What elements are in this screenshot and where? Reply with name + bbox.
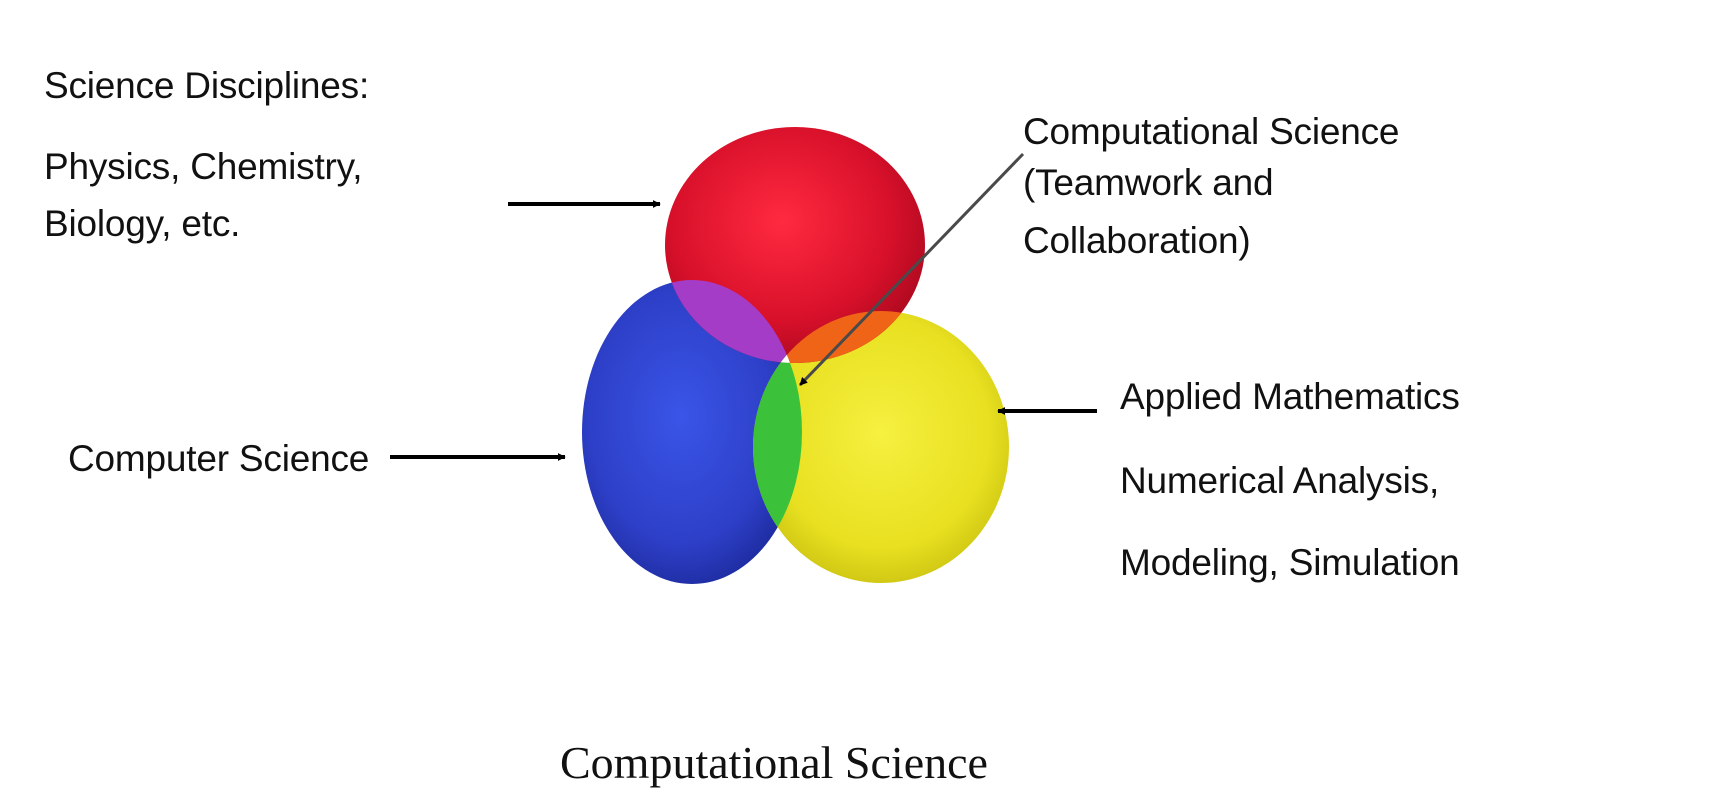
computational-science-arrow bbox=[798, 152, 1025, 387]
science-line-1: Physics, Chemistry, bbox=[44, 146, 363, 187]
computational-line-2: (Teamwork and bbox=[1023, 162, 1274, 203]
computer-science-label: Computer Science bbox=[68, 438, 370, 479]
mathematics-circle bbox=[753, 311, 1009, 583]
computer-science-circle bbox=[582, 280, 802, 584]
math-line-3: Modeling, Simulation bbox=[1120, 542, 1460, 583]
math-line-2: Numerical Analysis, bbox=[1120, 460, 1440, 501]
diagram-caption: Computational Science bbox=[560, 737, 988, 788]
science-heading: Science Disciplines: bbox=[44, 65, 370, 106]
math-line-1: Applied Mathematics bbox=[1120, 376, 1460, 417]
computational-line-3: Collaboration) bbox=[1023, 220, 1251, 261]
computational-line-1: Computational Science bbox=[1023, 111, 1400, 152]
science-line-2: Biology, etc. bbox=[44, 203, 241, 244]
